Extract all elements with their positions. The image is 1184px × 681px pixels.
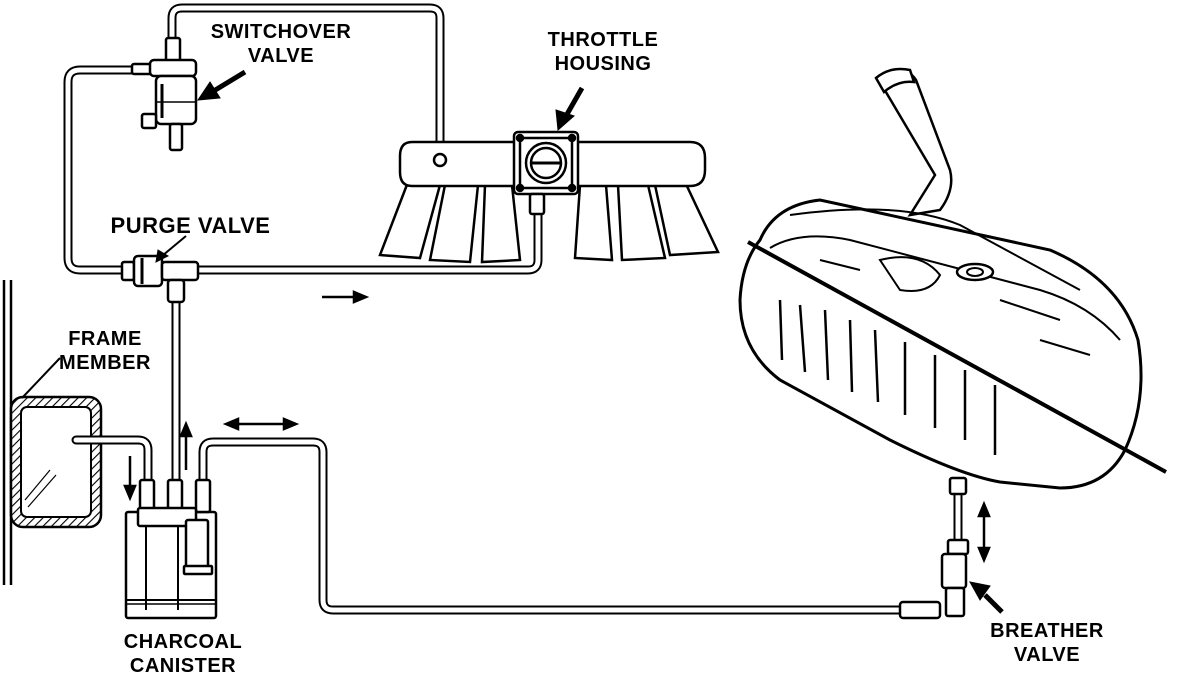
- switchover-valve: [130, 36, 198, 152]
- purge-valve-label-line1: PURGE VALVE: [110, 213, 271, 238]
- charcoal-canister-label: CHARCOAL CANISTER: [108, 630, 258, 678]
- purge-valve: [120, 254, 200, 304]
- frame-member: [9, 395, 103, 529]
- switchover-valve-label: SWITCHOVER VALVE: [196, 20, 366, 68]
- frame-member-label: FRAME MEMBER: [50, 327, 160, 375]
- charcoal-canister-label-line2: CANISTER: [129, 655, 237, 677]
- throttle-housing-label: THROTTLE HOUSING: [528, 28, 678, 76]
- frame-member-label-line2: MEMBER: [59, 352, 151, 374]
- breather-valve-label-line2: VALVE: [1013, 644, 1081, 666]
- throttle-housing: [512, 130, 580, 216]
- switchover-valve-label-line1: SWITCHOVER: [210, 21, 352, 43]
- flow-arrows: [123, 290, 991, 564]
- throttle-housing-label-line2: HOUSING: [554, 53, 652, 75]
- purge-valve-label: PURGE VALVE: [88, 214, 293, 238]
- frame-member-leader: [21, 357, 61, 399]
- label-arrows: [155, 69, 1004, 614]
- vacuum-tubing: [63, 3, 963, 615]
- charcoal-canister: [124, 478, 218, 620]
- throttle-housing-label-line1: THROTTLE: [547, 29, 659, 51]
- breather-valve-label-line1: BREATHER: [990, 620, 1104, 642]
- frame-member-label-line1: FRAME: [68, 328, 142, 350]
- fuel-tank: [738, 67, 1167, 490]
- breather-valve: [898, 476, 970, 620]
- charcoal-canister-label-line1: CHARCOAL: [123, 631, 243, 653]
- breather-valve-label: BREATHER VALVE: [972, 619, 1122, 667]
- switchover-valve-label-line2: VALVE: [247, 45, 315, 67]
